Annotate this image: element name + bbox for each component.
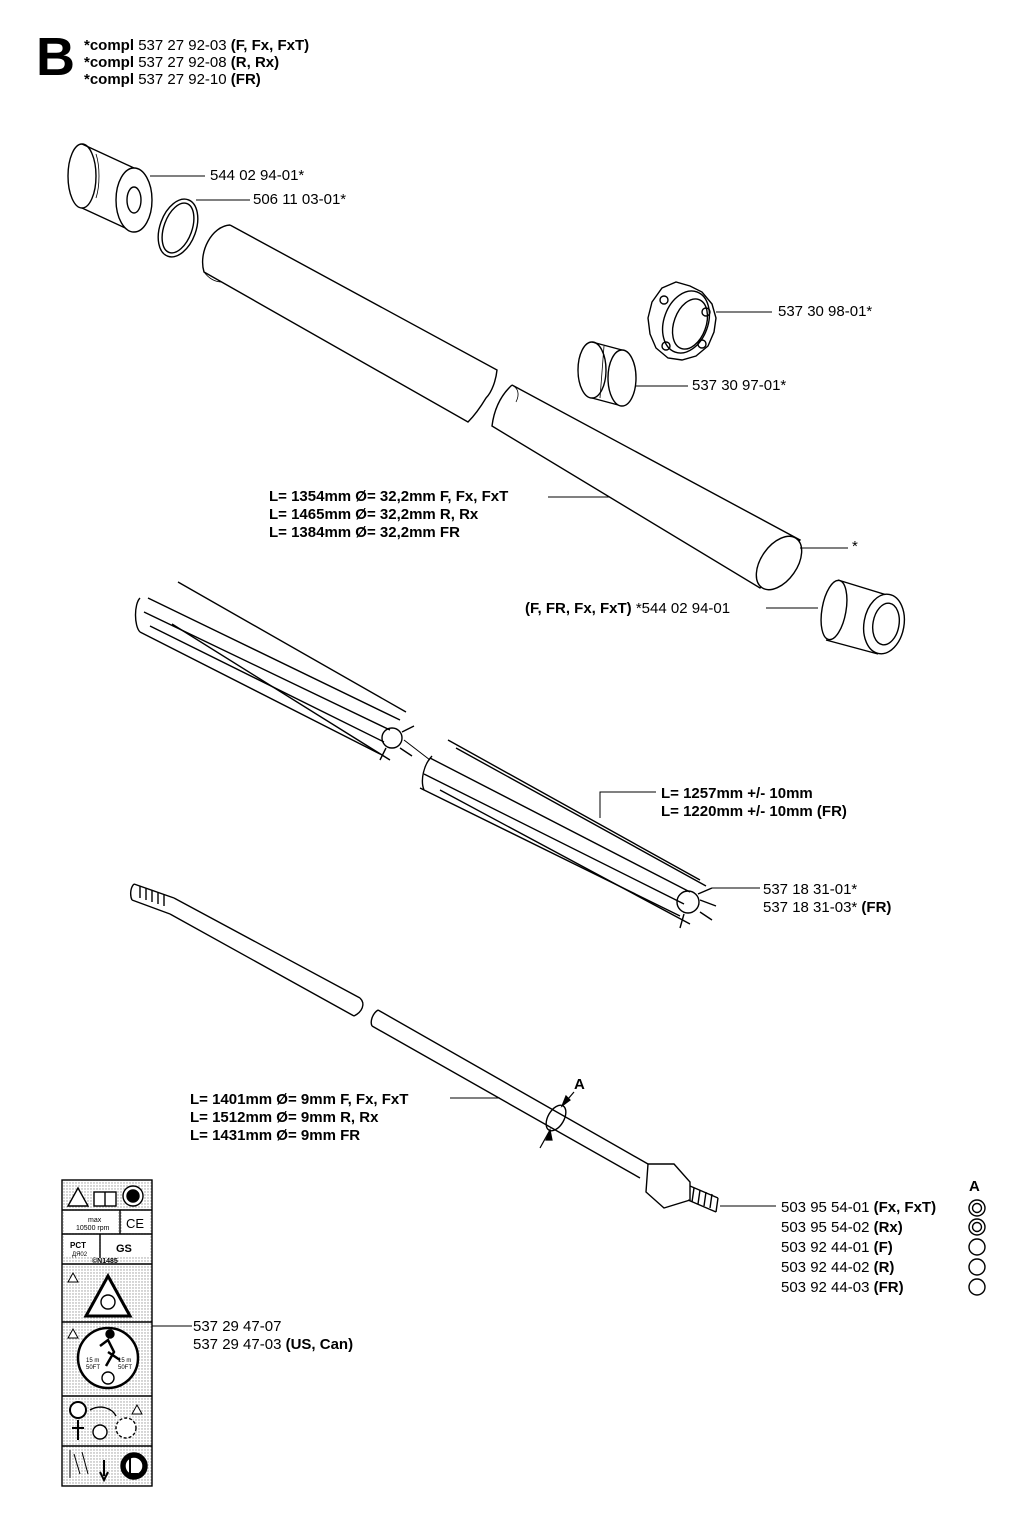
decal-ce: CE xyxy=(126,1216,144,1231)
callout-o-ring: 506 11 03-01* xyxy=(253,191,347,208)
drive-shaft-upper xyxy=(129,883,364,1017)
header-line: *compl 537 27 92-08 (R, Rx) xyxy=(84,54,280,71)
assembly-header: *compl 537 27 92-03 (F, Fx, FxT) *compl … xyxy=(84,37,309,88)
callout-decal-2: 537 29 47-03 (US, Can) xyxy=(193,1336,354,1353)
header-line: *compl 537 27 92-03 (F, Fx, FxT) xyxy=(84,37,310,54)
header-line: *compl 537 27 92-10 (FR) xyxy=(84,71,261,88)
washer-4: 503 92 44-02 (R) xyxy=(781,1259,895,1276)
liner-length-2: L= 1220mm +/- 10mm (FR) xyxy=(661,803,847,820)
warning-decal xyxy=(61,1179,153,1487)
tube-length-1: L= 1354mm Ø= 32,2mm F, Fx, FxT xyxy=(269,488,509,505)
callout-split-sleeve: 537 30 97-01* xyxy=(692,377,787,394)
washer-3: 503 92 44-01 (F) xyxy=(781,1239,893,1256)
washer-symbols xyxy=(968,1199,986,1296)
shaft-length-2: L= 1512mm Ø= 9mm R, Rx xyxy=(190,1109,379,1126)
decal-gs: GS xyxy=(116,1243,132,1255)
decal-dist2b: 50FT xyxy=(118,1365,132,1371)
section-letter: B xyxy=(36,27,75,87)
split-sleeve xyxy=(577,341,637,407)
decal-pct: PCT xyxy=(70,1241,86,1250)
callout-decal-1: 537 29 47-07 xyxy=(193,1318,282,1335)
callout-tube-star: * xyxy=(852,538,858,555)
clamp-nut xyxy=(647,281,717,361)
washer-1: 503 95 54-01 (Fx, FxT) xyxy=(781,1199,937,1216)
end-cap-top xyxy=(67,143,153,233)
tube-length-3: L= 1384mm Ø= 32,2mm FR xyxy=(269,524,460,541)
o-ring xyxy=(157,198,199,258)
decal-max: max xyxy=(88,1217,102,1224)
liner-upper xyxy=(134,581,415,761)
washer-2: 503 95 54-02 (Rx) xyxy=(781,1219,903,1236)
tube-length-2: L= 1465mm Ø= 32,2mm R, Rx xyxy=(269,506,479,523)
callout-clamp-nut: 537 30 98-01* xyxy=(778,303,873,320)
callout-end-cap: 544 02 94-01* xyxy=(210,167,305,184)
shaft-length-3: L= 1431mm Ø= 9mm FR xyxy=(190,1127,361,1144)
shaft-length-1: L= 1401mm Ø= 9mm F, Fx, FxT xyxy=(190,1091,409,1108)
washer-5: 503 92 44-03 (FR) xyxy=(781,1279,904,1296)
end-cap-bottom xyxy=(820,579,906,655)
decal-pct-sub: ДЯ02 xyxy=(72,1252,88,1258)
washer-column-head: A xyxy=(969,1178,980,1195)
section-a-label: A xyxy=(574,1076,585,1093)
section-a-arrows xyxy=(539,1091,575,1149)
callout-end-cap-bottom: (F, FR, Fx, FxT) *544 02 94-01 xyxy=(525,600,731,617)
shaft-tube-lower xyxy=(491,384,803,591)
decal-dist1: 15 m xyxy=(86,1358,99,1364)
liner-lower xyxy=(419,739,717,929)
callout-liner-1: 537 18 31-01* xyxy=(763,881,858,898)
decal-dist2: 15 m xyxy=(118,1358,131,1364)
callout-liner-2: 537 18 31-03* (FR) xyxy=(763,899,892,916)
drive-shaft-lower xyxy=(370,1009,719,1213)
decal-rpm: 10500 rpm xyxy=(76,1225,110,1232)
leader-liner-len xyxy=(599,791,656,818)
liner-spigot xyxy=(403,739,431,761)
decal-cert: ©N1485 xyxy=(92,1257,118,1265)
shaft-tube-upper xyxy=(202,224,498,423)
decal-dist1b: 50FT xyxy=(86,1365,100,1371)
liner-length-1: L= 1257mm +/- 10mm xyxy=(661,785,813,802)
